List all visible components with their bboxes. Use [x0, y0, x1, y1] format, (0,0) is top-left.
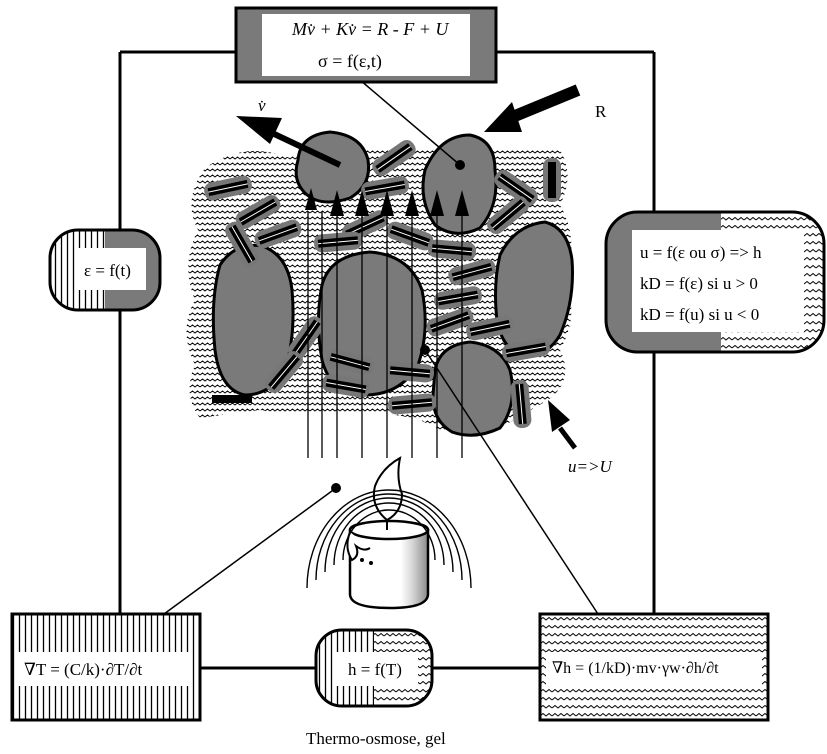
caption: Thermo-osmose, gel — [306, 729, 446, 748]
candle-icon — [346, 456, 430, 610]
heat-flux-arrowheads — [305, 188, 469, 216]
equation-heat: ∇T = (C/k)·∂T/∂t — [24, 660, 143, 679]
label-u-to-U: u=>U — [568, 457, 612, 476]
grain — [294, 130, 371, 204]
outer-frame — [118, 50, 656, 670]
grain — [431, 340, 514, 437]
bottom-left-equation-box — [10, 612, 202, 722]
label-R: R — [595, 102, 607, 121]
label-velocity: v̇ — [258, 96, 266, 115]
bottom-right-equation-box — [538, 612, 770, 722]
equation-kd-negative: kD = f(u) si u < 0 — [640, 305, 760, 324]
bottom-mid-equation-box — [314, 628, 434, 708]
heat-waves — [306, 489, 472, 589]
equation-suction: u = f(ε ou σ) => h — [640, 243, 762, 262]
equation-stress: σ = f(ε,t) — [318, 51, 382, 71]
pressure-arrow-U — [548, 400, 577, 450]
right-equation-box — [604, 210, 826, 354]
clay-platelet — [212, 395, 252, 403]
connector-dots — [331, 160, 465, 493]
equation-motion: Mv̇ + Kv̇ = R - F + U — [292, 19, 449, 39]
load-arrow-R — [484, 84, 581, 132]
equation-moisture: ∇h = (1/kD)·mv·γw·∂h/∂t — [552, 660, 719, 677]
equation-strain: ε = f(t) — [84, 261, 131, 280]
equation-h-of-T: h = f(T) — [348, 660, 402, 679]
grain — [494, 220, 574, 358]
equation-kd-positive: kD = f(ε) si u > 0 — [640, 274, 758, 293]
connector-lines — [163, 79, 599, 615]
heat-flux-lines — [307, 212, 463, 458]
grain — [421, 133, 498, 235]
top-equation-box — [234, 6, 498, 84]
clay-platelets — [204, 140, 561, 429]
velocity-arrow — [236, 116, 342, 168]
left-equation-box — [48, 228, 162, 312]
